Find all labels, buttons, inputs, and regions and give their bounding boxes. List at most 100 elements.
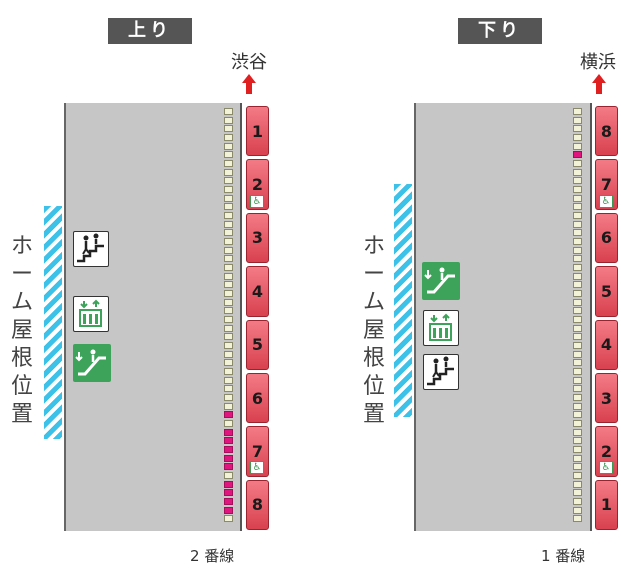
door-marker: [224, 376, 233, 384]
door-marker: [573, 437, 582, 445]
door-marker: [573, 480, 582, 488]
door-marker: [573, 255, 582, 263]
door-marker: [224, 229, 233, 237]
door-marker: [573, 168, 582, 176]
door-marker: [224, 142, 233, 150]
car-4: 4: [595, 319, 618, 370]
door-marker: [573, 428, 582, 436]
car-number: 4: [600, 335, 613, 355]
door-marker: [573, 134, 582, 141]
door-marker: [573, 238, 582, 245]
door-marker: [224, 125, 233, 133]
elevator-icon: [423, 310, 459, 346]
platform-edge-line: [240, 103, 242, 531]
platform-roof-marker: [44, 206, 62, 439]
door-marker: [224, 264, 233, 271]
wheelchair-space-icon: ♿: [250, 461, 264, 475]
door-marker: [224, 333, 233, 341]
door-marker: [573, 498, 582, 505]
door-marker: [224, 151, 233, 159]
direction-label-down: 下り: [458, 18, 542, 44]
door-marker: [224, 463, 233, 471]
door-marker: [573, 298, 582, 306]
door-marker: [573, 454, 582, 462]
car-number: 8: [251, 495, 264, 515]
escalator-icon: [422, 262, 460, 300]
door-marker: [573, 463, 582, 471]
elevator-icon: [73, 296, 109, 332]
car-3: 3: [595, 372, 618, 424]
door-marker: [573, 177, 582, 185]
door-marker: [224, 350, 233, 358]
door-marker: [224, 238, 233, 245]
car-number: 1: [251, 121, 264, 141]
door-marker: [224, 116, 233, 124]
door-marker: [224, 420, 233, 427]
door-marker: [224, 359, 233, 367]
door-marker: [573, 307, 582, 315]
door-marker: [573, 281, 582, 289]
door-marker: [573, 368, 582, 375]
car-8: 8: [246, 479, 269, 530]
door-marker: [224, 515, 233, 523]
car-3: 3: [246, 212, 269, 264]
door-marker: [224, 324, 233, 332]
car-1: 1: [595, 479, 618, 530]
door-marker: [224, 177, 233, 185]
car-number: 7: [251, 441, 264, 461]
door-marker: [573, 316, 582, 323]
destination-label-shibuya: 渋谷: [231, 52, 267, 73]
door-marker: [573, 385, 582, 393]
car-number: 5: [600, 281, 613, 301]
door-marker: [224, 394, 233, 401]
car-number: 1: [600, 495, 613, 515]
door-marker: [224, 316, 233, 323]
roof-position-label: ホ ー ム 屋 根 位 置: [362, 234, 385, 427]
door-marker: [573, 324, 582, 332]
door-marker: [224, 437, 233, 445]
door-marker: [573, 272, 582, 280]
wheelchair-space-icon: ♿: [599, 461, 613, 475]
door-marker: [573, 394, 582, 401]
door-marker: [224, 480, 233, 488]
door-marker: [573, 229, 582, 237]
door-marker: [573, 160, 582, 167]
door-marker: [573, 142, 582, 150]
door-marker: [573, 342, 582, 349]
door-marker: [224, 307, 233, 315]
car-number: 3: [600, 388, 613, 408]
car-number: 3: [251, 228, 264, 248]
car-number: 8: [600, 121, 613, 141]
door-marker: [573, 151, 582, 159]
door-marker: [573, 420, 582, 427]
door-marker: [224, 446, 233, 453]
door-marker: [224, 160, 233, 167]
door-marker: [224, 298, 233, 306]
car-number: 6: [600, 228, 613, 248]
door-marker: [573, 411, 582, 419]
door-marker: [224, 134, 233, 141]
door-marker: [573, 203, 582, 211]
car-number: 2: [600, 441, 613, 461]
door-marker: [224, 342, 233, 349]
car-number: 2: [251, 175, 264, 195]
door-marker: [573, 220, 582, 228]
direction-label-up: 上り: [108, 18, 192, 44]
stairs-icon: [423, 354, 459, 390]
door-marker: [224, 255, 233, 263]
escalator-icon: [73, 344, 111, 382]
car-number: 6: [251, 388, 264, 408]
car-number: 7: [600, 175, 613, 195]
door-marker: [224, 489, 233, 497]
door-marker: [224, 428, 233, 436]
up-arrow-icon: [242, 74, 256, 94]
door-marker: [224, 212, 233, 219]
door-marker: [573, 333, 582, 341]
car-5: 5: [246, 319, 269, 370]
car-6: 6: [595, 212, 618, 264]
platform-edge-line: [590, 103, 592, 531]
door-marker: [573, 506, 582, 514]
door-marker: [224, 281, 233, 289]
